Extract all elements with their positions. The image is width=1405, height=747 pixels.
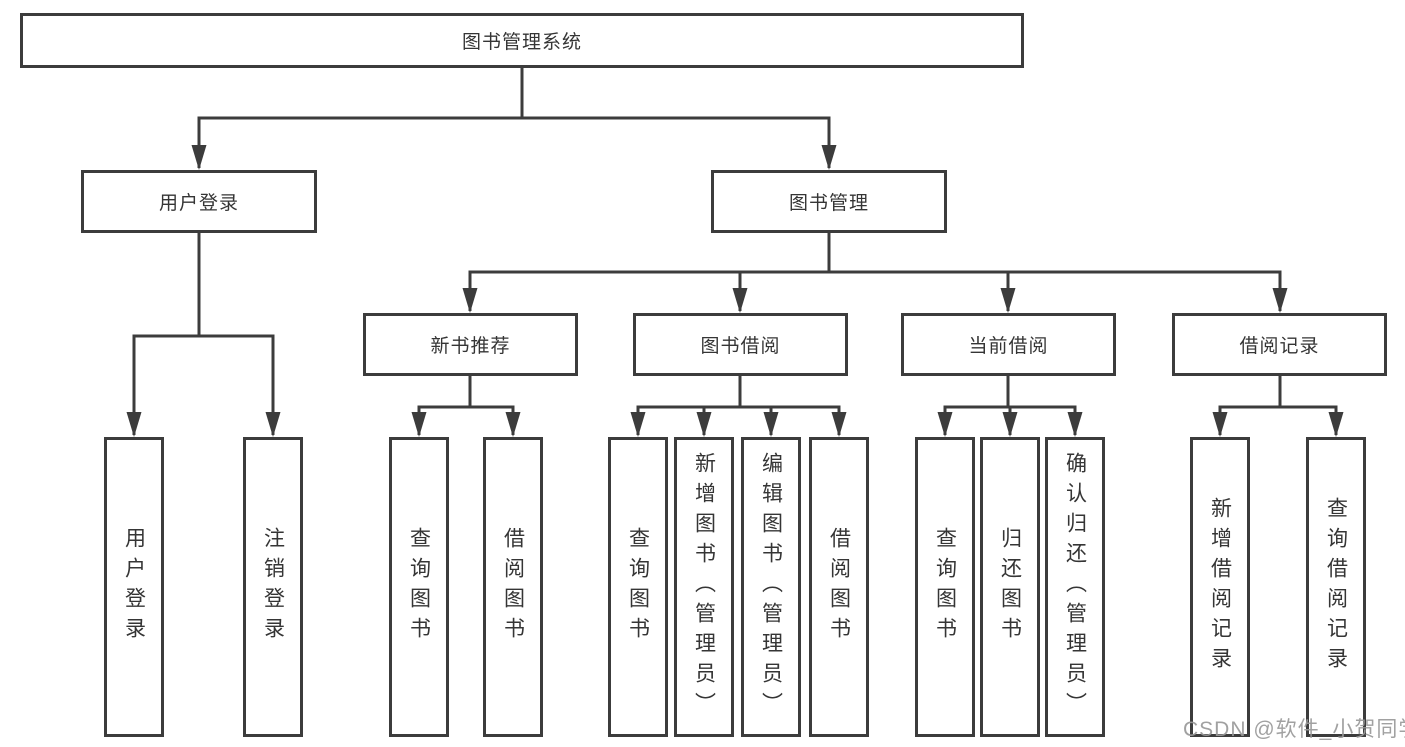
new-book-recommend-box: 新书推荐 <box>363 313 578 376</box>
borrow-record-box: 借阅记录 <box>1172 313 1387 376</box>
leaf-query-books-2-label: 查询图书 <box>626 527 650 647</box>
leaf-user-login-label: 用户登录 <box>122 527 146 647</box>
leaf-add-books-admin-box: 新增图书（管理员） <box>674 437 734 737</box>
book-management-branch-box: 图书管理 <box>711 170 947 233</box>
leaf-query-books-3-box: 查询图书 <box>915 437 975 737</box>
leaf-borrow-books-1-box: 借阅图书 <box>483 437 543 737</box>
book-management-branch-label: 图书管理 <box>788 193 869 214</box>
leaf-confirm-return-admin-label: 确认归还（管理员） <box>1063 452 1087 722</box>
leaf-query-books-1-box: 查询图书 <box>389 437 449 737</box>
connector-stroke-group <box>132 68 1338 435</box>
user-login-branch-box: 用户登录 <box>81 170 317 233</box>
borrow-record-label: 借阅记录 <box>1239 336 1320 357</box>
leaf-logout-label: 注销登录 <box>261 527 285 647</box>
leaf-query-books-1-label: 查询图书 <box>407 527 431 647</box>
leaf-return-books-box: 归还图书 <box>980 437 1040 737</box>
root-box-library-management-system: 图书管理系统 <box>20 13 1024 68</box>
book-borrow-box: 图书借阅 <box>633 313 848 376</box>
leaf-add-borrow-record-label: 新增借阅记录 <box>1208 497 1232 677</box>
leaf-query-books-3-label: 查询图书 <box>933 527 957 647</box>
leaf-borrow-books-1-label: 借阅图书 <box>501 527 525 647</box>
leaf-confirm-return-admin-box: 确认归还（管理员） <box>1045 437 1105 737</box>
leaf-logout-box: 注销登录 <box>243 437 303 737</box>
new-book-recommend-label: 新书推荐 <box>430 336 511 357</box>
leaf-borrow-books-2-box: 借阅图书 <box>809 437 869 737</box>
arrowhead-group <box>126 145 1344 437</box>
leaf-edit-books-admin-label: 编辑图书（管理员） <box>759 452 783 722</box>
current-borrow-label: 当前借阅 <box>968 336 1049 357</box>
leaf-return-books-label: 归还图书 <box>998 527 1022 647</box>
leaf-add-books-admin-label: 新增图书（管理员） <box>692 452 716 722</box>
book-borrow-label: 图书借阅 <box>700 336 781 357</box>
leaf-user-login-box: 用户登录 <box>104 437 164 737</box>
leaf-query-borrow-record-box: 查询借阅记录 <box>1306 437 1366 737</box>
csdn-watermark: CSDN @软件_小贺同学 <box>1183 718 1405 741</box>
leaf-borrow-books-2-label: 借阅图书 <box>827 527 851 647</box>
leaf-add-borrow-record-box: 新增借阅记录 <box>1190 437 1250 737</box>
leaf-query-books-2-box: 查询图书 <box>608 437 668 737</box>
root-box-label: 图书管理系统 <box>461 32 582 53</box>
leaf-edit-books-admin-box: 编辑图书（管理员） <box>741 437 801 737</box>
current-borrow-box: 当前借阅 <box>901 313 1116 376</box>
leaf-query-borrow-record-label: 查询借阅记录 <box>1324 497 1348 677</box>
user-login-branch-label: 用户登录 <box>158 193 239 214</box>
